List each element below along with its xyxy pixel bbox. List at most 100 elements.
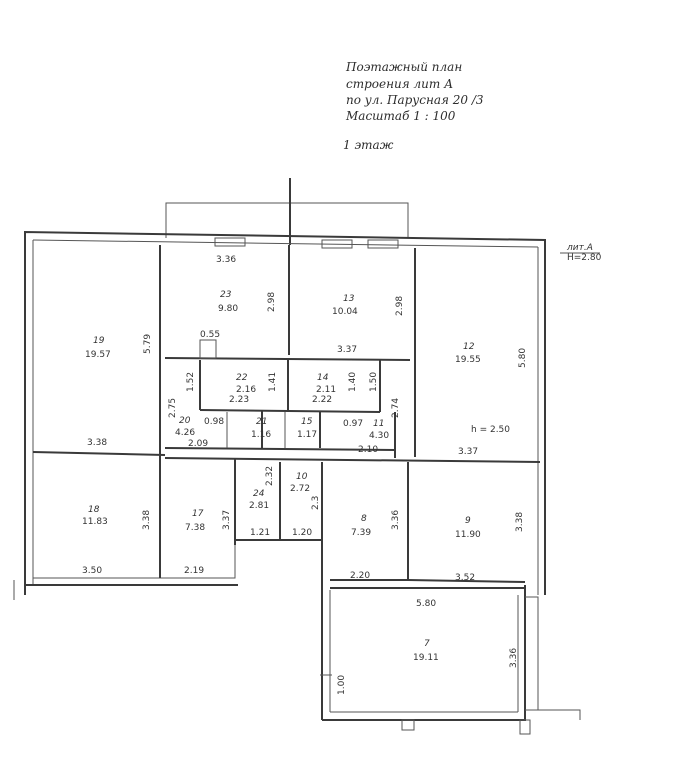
room-number: 23 — [220, 290, 232, 300]
room-9: 9 11.90 — [455, 516, 481, 540]
room-18: 18 11.83 — [82, 505, 108, 527]
room-number: 11 — [373, 419, 384, 429]
dimension-label: 3.38 — [142, 510, 152, 530]
lit-label: лит.А — [566, 243, 593, 253]
room-area: 2.72 — [290, 484, 310, 494]
room-area: 10.04 — [332, 307, 358, 317]
room-21: 21 1.16 — [251, 417, 271, 440]
room-number: 7 — [424, 639, 430, 649]
dimension-label: 0.55 — [200, 330, 220, 340]
room-number: 22 — [236, 373, 248, 383]
room-number: 17 — [192, 509, 204, 519]
dimension-label: 2.74 — [391, 398, 401, 418]
room-number: 18 — [88, 505, 100, 515]
room-7: 7 19.11 — [413, 639, 439, 663]
room-11: 11 4.30 — [369, 419, 389, 441]
dimension-label: 1.21 — [250, 528, 270, 538]
room-area: 19.55 — [455, 355, 481, 365]
dimension-label: 5.80 — [416, 599, 436, 609]
room-area: 7.39 — [351, 528, 371, 538]
dimension-label: 3.37 — [337, 345, 357, 355]
room-20: 20 4.26 — [175, 416, 195, 438]
room-8: 8 7.39 — [351, 514, 371, 538]
room-number: 21 — [256, 417, 267, 427]
room-area: 2.23 — [229, 395, 249, 405]
room-area: 9.80 — [218, 304, 238, 314]
address-label: по ул. Парусная 20 /3 — [346, 93, 484, 107]
room-area: 4.26 — [175, 428, 195, 438]
interior-walls — [32, 245, 541, 583]
room-14: 14 2.22 — [312, 373, 332, 405]
dimension-label: 2.98 — [267, 292, 277, 312]
dimension-label: 3.36 — [391, 510, 401, 530]
dimension-label: 1.00 — [337, 675, 347, 695]
room-number: 10 — [296, 472, 308, 482]
dimension-label: 5.80 — [518, 348, 528, 368]
outer-walls — [13, 230, 581, 735]
dimension-label: 1.41 — [268, 372, 278, 392]
room-area: 1.17 — [297, 430, 317, 440]
room-number: 9 — [465, 516, 471, 526]
room-number: 13 — [343, 294, 355, 304]
room-13: 13 10.04 — [332, 294, 358, 317]
height-label: H=2.80 — [567, 253, 602, 263]
floor-label: 1 этаж — [343, 138, 394, 152]
room-labels: 19 19.57 23 9.80 13 10.04 12 19.55 22 2.… — [82, 290, 481, 663]
dimension-label: 3.36 — [509, 648, 519, 668]
dimension-label: 3.37 — [222, 510, 232, 530]
room-area: 11.83 — [82, 517, 108, 527]
room-number: 14 — [317, 373, 329, 383]
room-number: 19 — [93, 336, 105, 346]
room-12: 12 19.55 — [455, 342, 481, 365]
dimension-label: 2.3 — [311, 496, 321, 510]
room-number: 15 — [301, 417, 313, 427]
room-area: 11.90 — [455, 530, 481, 540]
room-area: 1.16 — [251, 430, 271, 440]
dimension-label: 2.11 — [316, 385, 336, 395]
room-17: 17 7.38 — [185, 509, 205, 533]
room-area: 4.30 — [369, 431, 389, 441]
room-23: 23 9.80 — [218, 290, 238, 314]
dimension-label: 3.38 — [515, 512, 525, 532]
dimension-label: 3.52 — [455, 573, 475, 583]
dimension-label: 0.97 — [343, 419, 363, 429]
room-number: 20 — [179, 416, 191, 426]
dimension-label: 2.98 — [395, 296, 405, 316]
dimension-label: 2.20 — [350, 571, 370, 581]
dimension-label: 1.52 — [186, 372, 196, 392]
dimension-label: 2.16 — [236, 385, 256, 395]
room-15: 15 1.17 — [297, 417, 317, 440]
room-number: 8 — [361, 514, 367, 524]
balcony-outline — [165, 178, 409, 245]
room-area: 2.81 — [249, 501, 269, 511]
dimension-label: 3.38 — [87, 438, 107, 448]
dimension-label: 1.20 — [292, 528, 312, 538]
window-marks — [214, 237, 399, 249]
dimension-label: 2.10 — [358, 445, 378, 455]
inner-height-label: h = 2.50 — [471, 425, 510, 435]
dimension-label: 5.79 — [143, 334, 153, 354]
dimension-label: 2.75 — [168, 398, 178, 418]
room-area: 2.22 — [312, 395, 332, 405]
building-label: строения лит А — [346, 77, 454, 91]
dimension-label: 2.19 — [184, 566, 204, 576]
scale-label: Масштаб 1 : 100 — [346, 109, 456, 123]
plan-title: Поэтажный план — [346, 60, 463, 74]
room-24: 24 2.81 — [249, 489, 269, 511]
room-22: 22 2.23 — [229, 373, 249, 405]
dimension-label: 3.36 — [216, 255, 236, 265]
dimension-label: 2.32 — [265, 466, 275, 486]
dimension-label: 3.50 — [82, 566, 102, 576]
dimension-labels: 3.36 2.98 2.98 5.79 0.55 3.37 5.80 1.52 … — [82, 255, 528, 695]
room-10: 10 2.72 — [290, 472, 310, 494]
dimension-label: 1.50 — [369, 372, 379, 392]
dimension-label: 3.37 — [458, 447, 478, 457]
annotations: лит.А H=2.80 h = 2.50 — [471, 243, 602, 435]
dimension-label: 0.98 — [204, 417, 224, 427]
room-area: 19.11 — [413, 653, 439, 663]
room-19: 19 19.57 — [85, 336, 111, 360]
room-number: 24 — [253, 489, 265, 499]
room-area: 19.57 — [85, 350, 111, 360]
room-area: 7.38 — [185, 523, 205, 533]
